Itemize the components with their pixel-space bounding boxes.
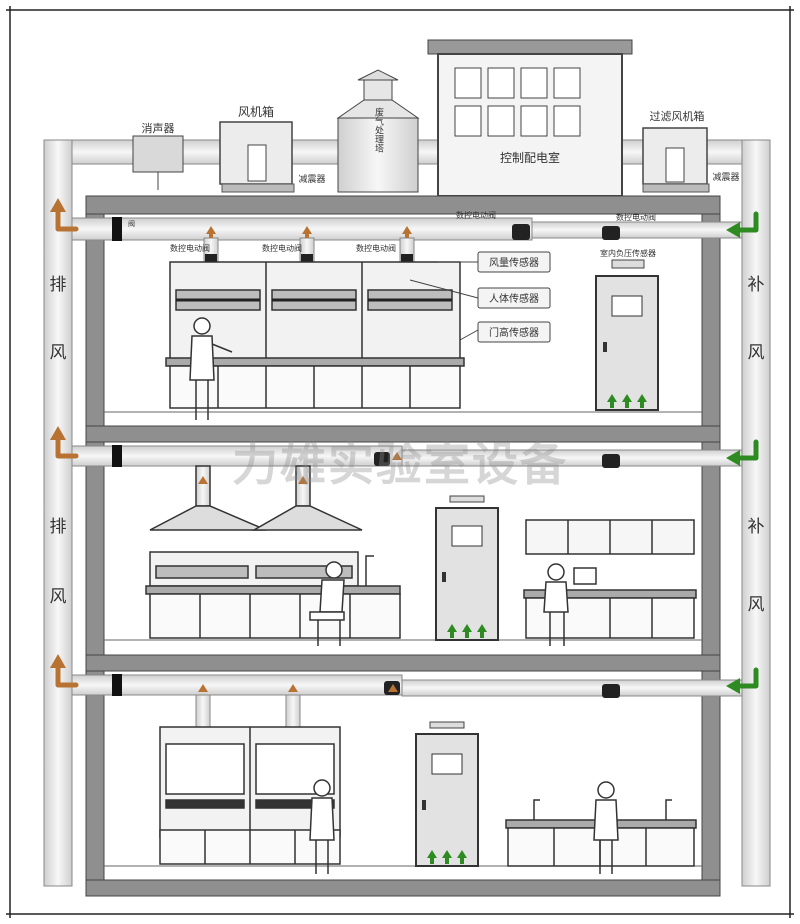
muffler-label: 消声器 [142,121,175,135]
floor2-door-arrows [447,624,487,638]
hood-valve-label-1: 数控电动阀 [170,243,210,253]
floor2-door-sensor [449,495,485,503]
floor1-door-arrows [427,850,467,864]
floor2-wall-cabinets [525,519,695,555]
floor2-door-handle [442,572,446,582]
filter-fan-door [665,147,685,183]
control-room-label: 控制配电室 [500,150,560,165]
exhaust-label-4: 风 [50,587,67,607]
room-pressure-sensor [611,259,645,269]
muffler-box [132,135,184,173]
hood-valve-label-3: 数控电动阀 [356,243,396,253]
floor3-exhaust-valve-label: 数控电动阀 [456,210,496,220]
floor3-sensor-callouts [409,251,551,343]
floor1-door-handle [422,800,426,810]
floor2-up-arrows [198,452,402,484]
hood-valve-label-2: 数控电动阀 [262,243,302,253]
floor2-desk-person [543,563,569,646]
supply-label-2: 风 [748,343,765,363]
floor1-door-window [431,753,463,775]
control-room-roof [427,39,633,55]
fan-box-door [247,144,267,182]
floor3-supply-valve-label: 数控电动阀 [616,212,656,222]
supply-label-3: 补 [748,517,765,537]
roof-equipment: 消声器 风机箱 减震器 废气处理塔 控制配电室 过滤风机箱 减震器 [49,39,771,197]
filter-fan-box-label: 过滤风机箱 [650,109,705,123]
scrubber-tower [336,69,420,193]
human-sensor-label: 人体传感器 [489,292,539,305]
floor3-door-window [611,295,643,317]
airflow-sensor-label: 风量传感器 [489,256,539,269]
supply-side-labels: 补 风 补 风 [748,275,765,615]
floor3-person [189,317,233,420]
floor1-person [309,779,335,874]
floor3-door-arrows [607,394,647,408]
floor3-main-valve-tag: 阀 [128,219,135,228]
damper-left-label: 减震器 [298,173,325,185]
floor2-main-damper [112,445,122,467]
floor1-walkin-hoods [159,726,341,865]
exhaust-riser [43,139,73,887]
floor2-lab-bench [145,551,401,639]
exhaust-label-1: 排 [50,275,67,295]
floor3-up-arrows [206,226,412,238]
floor1-supply-duct [401,679,743,697]
floor1-bench-person [593,781,619,874]
control-room-windows [454,67,581,137]
exhaust-side-labels: 排 风 排 风 [50,275,67,607]
floor1 [159,684,697,874]
floor2 [145,452,697,646]
floor3-door-handle [603,342,607,352]
floor2-door-window [451,525,483,547]
exhaust-arrows [50,198,79,688]
door-height-sensor-label: 门高传感器 [489,326,539,339]
building-structure [85,195,721,897]
floor2-seated-person [309,561,345,646]
supply-label-4: 风 [748,595,765,615]
floor1-door-sensor [429,721,465,729]
floor3: 阀 数控电动阀 数控电动阀 数控电动阀 数控电动阀 数控电动阀 [128,210,659,420]
floor1-hood-risers [195,694,301,728]
floor3-supply-duct [531,221,743,239]
floor3-exhaust-duct [71,217,533,241]
supply-label-1: 补 [748,275,765,295]
damper-right-label: 减震器 [712,171,739,183]
floor1-main-damper [112,674,122,696]
supply-riser [741,139,771,887]
exhaust-label-3: 排 [50,517,67,537]
frame-border [6,6,794,918]
floor2-canopy-hoods [149,465,363,531]
exhaust-label-2: 风 [50,343,67,363]
damper-right [642,183,710,193]
room-pressure-sensor-label: 室内负压传感器 [600,248,656,258]
floor3-fume-hoods [165,261,465,409]
fan-box-label: 风机箱 [238,104,274,119]
floor-ducts [71,217,743,697]
scrubber-label: 废气处理塔 [373,106,384,153]
floor1-up-arrows [198,684,398,692]
floor3-main-damper [112,217,122,241]
floor3-riser-valves [205,254,413,264]
watermark: 力雄实验室设备 [232,437,568,491]
supply-arrows [726,211,759,694]
damper-left [221,183,295,193]
